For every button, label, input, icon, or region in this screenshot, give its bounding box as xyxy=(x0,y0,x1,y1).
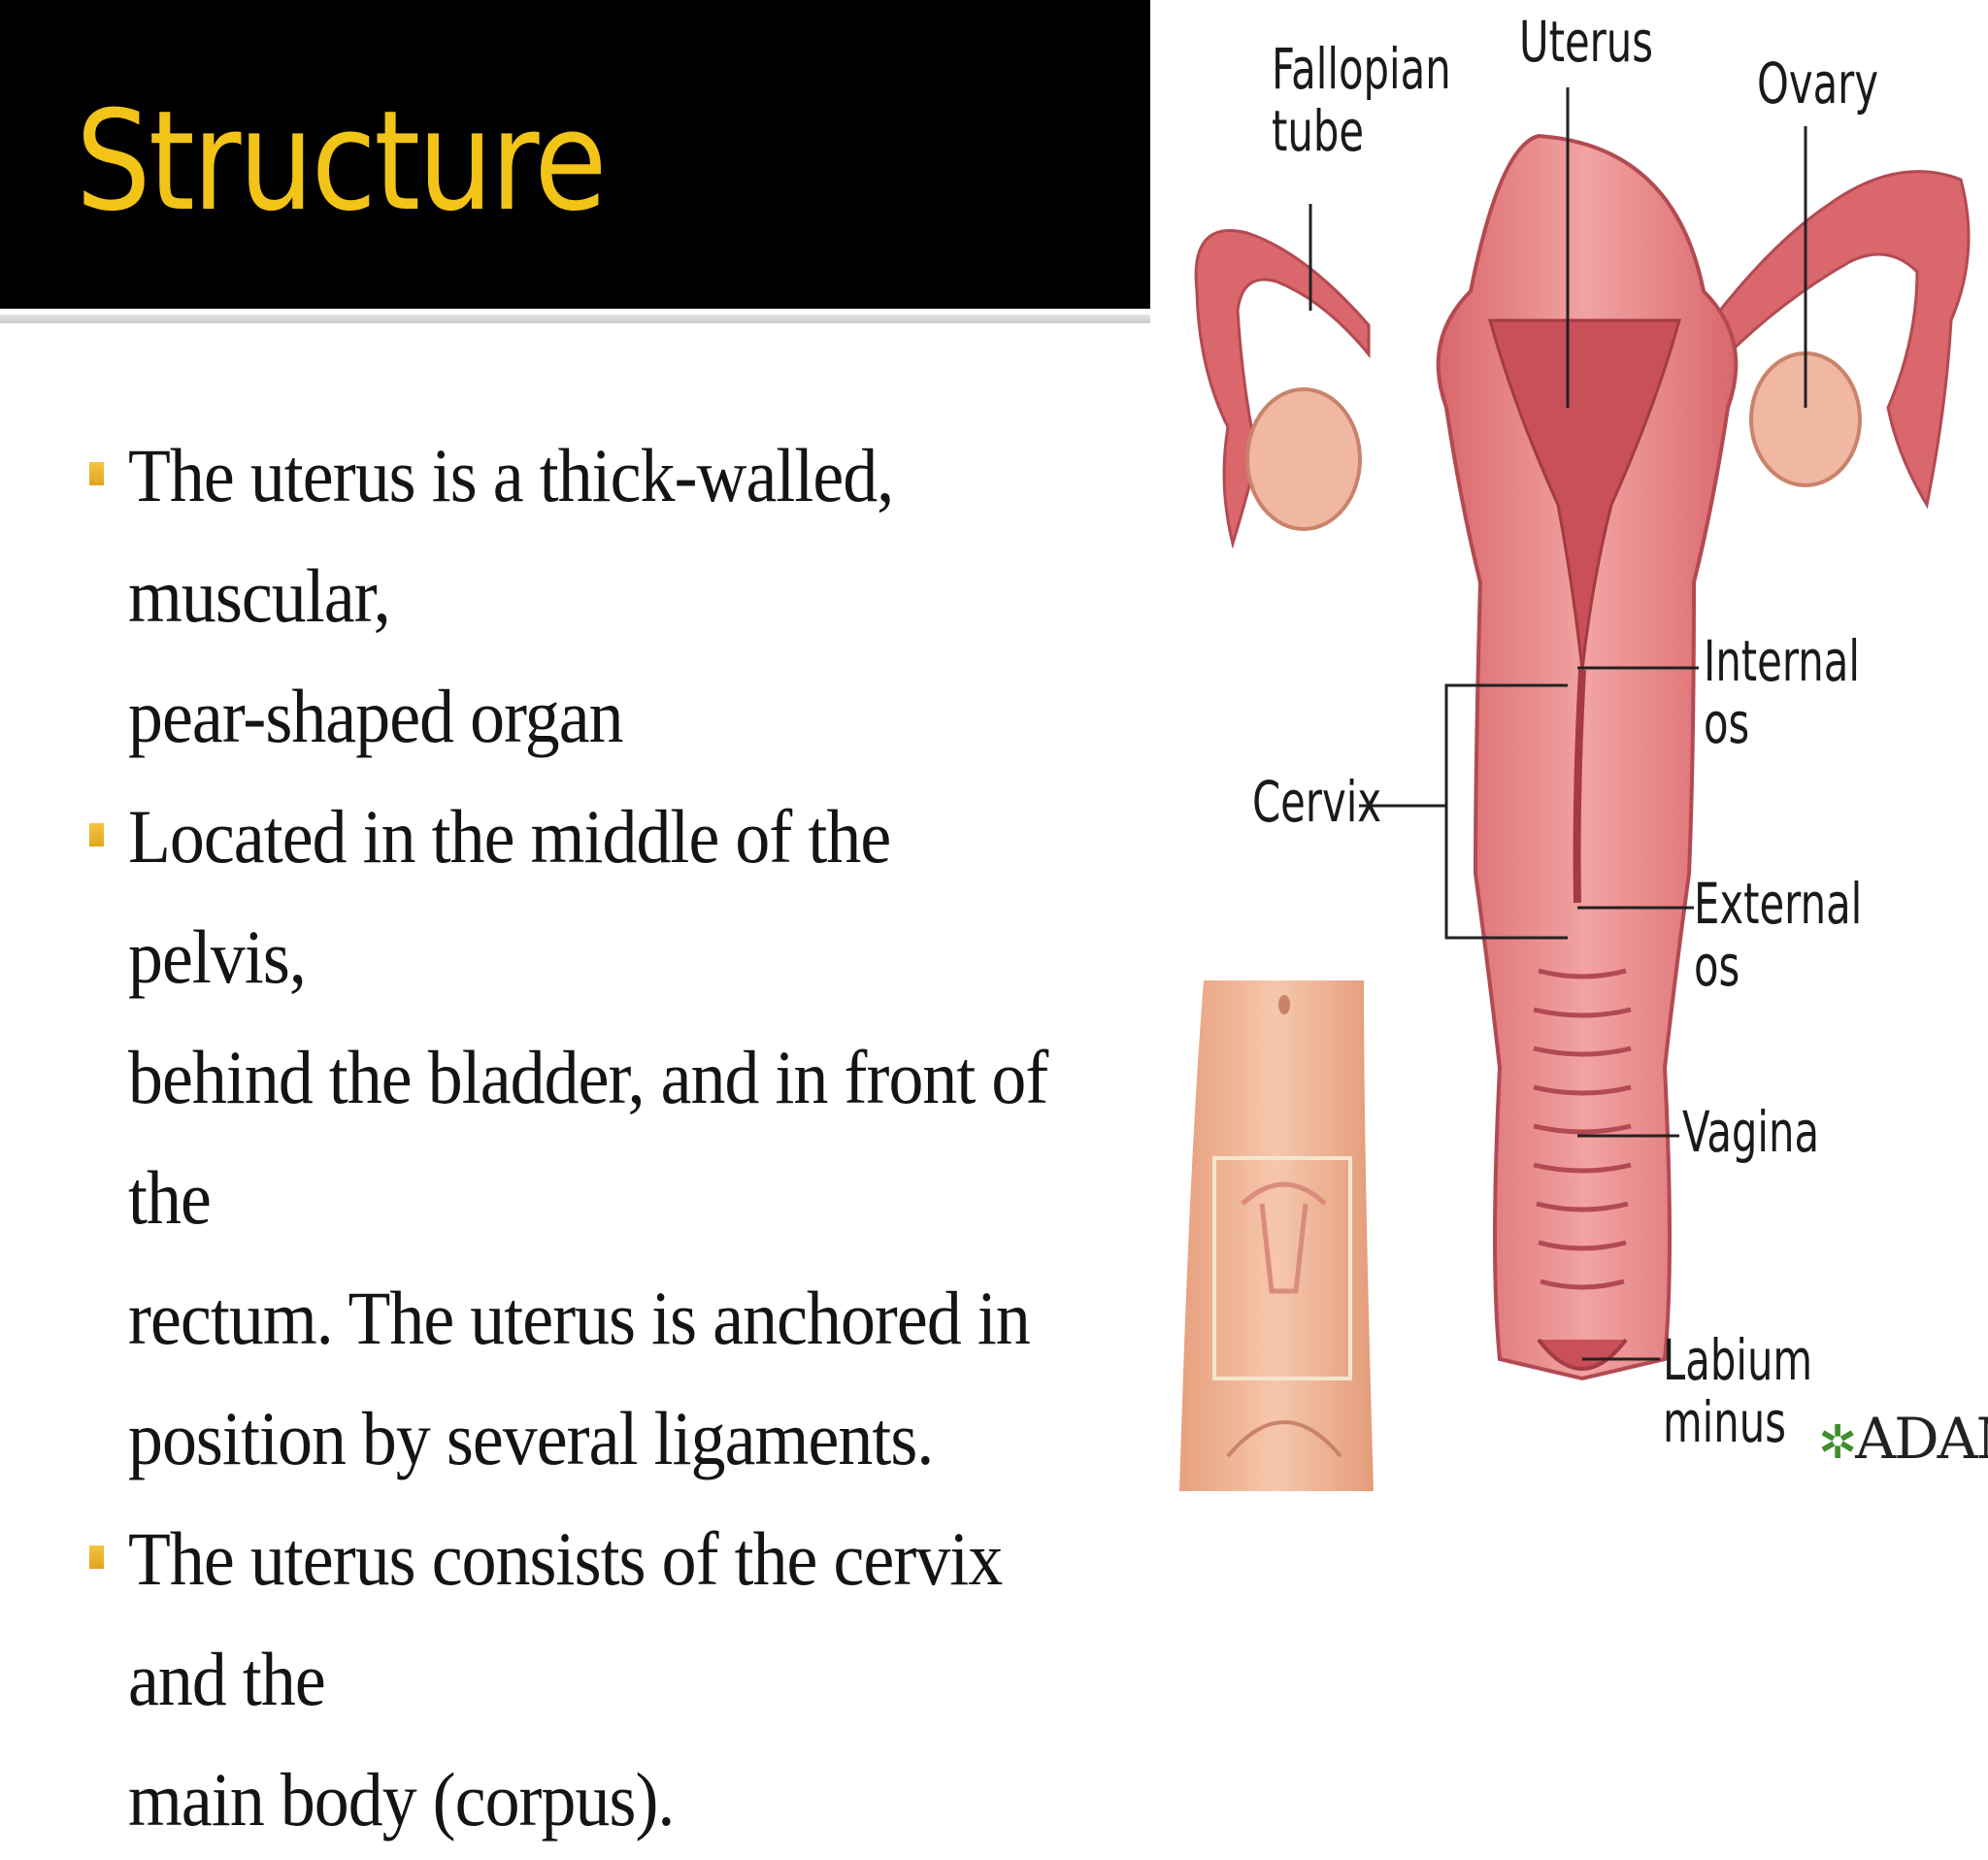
bullet-list: The uterus is a thick-walled, muscular, … xyxy=(83,415,1151,1860)
bullet-marker-icon xyxy=(89,823,104,847)
label-uterus: Uterus xyxy=(1519,9,1654,75)
bullet-text: Located in the middle of the pelvis, beh… xyxy=(128,794,1048,1480)
adam-logo-text: ADAM xyxy=(1855,1406,1988,1472)
bullet-item: Located in the middle of the pelvis, beh… xyxy=(83,777,1151,1499)
label-cervix: Cervix xyxy=(1252,769,1382,835)
label-fallopian-tube: Fallopian tube xyxy=(1272,36,1451,164)
left-ovary xyxy=(1245,387,1362,531)
title-divider xyxy=(0,315,1150,323)
palm-leaf-icon: ✲ xyxy=(1818,1415,1857,1470)
body-inset-thumbnail xyxy=(1179,980,1374,1491)
title-band: Structure xyxy=(0,0,1150,309)
label-ovary: Ovary xyxy=(1757,50,1879,116)
bullet-text: The uterus consists of the cervix and th… xyxy=(128,1516,1003,1842)
label-external-os: External os xyxy=(1694,871,1863,999)
slide-title: Structure xyxy=(76,82,607,242)
bullet-marker-icon xyxy=(89,1545,104,1569)
label-leader-lines xyxy=(1309,87,1807,1361)
right-fallopian-tube xyxy=(1706,170,1971,510)
uterus-anatomy-diagram: Fallopian tube Uterus Ovary Internal os … xyxy=(1150,0,1988,1491)
bullet-marker-icon xyxy=(89,462,104,485)
uterus-body xyxy=(1436,133,1739,1381)
label-vagina: Vagina xyxy=(1682,1099,1820,1165)
bullet-item: The uterus consists of the cervix and th… xyxy=(83,1499,1151,1860)
bullet-text: The uterus is a thick-walled, muscular, … xyxy=(128,433,894,758)
left-fallopian-tube xyxy=(1194,229,1371,549)
label-internal-os: Internal os xyxy=(1704,628,1860,756)
bullet-item: The uterus is a thick-walled, muscular, … xyxy=(83,415,1151,777)
adam-logo: ✲ADAM xyxy=(1818,1406,1988,1472)
anatomy-illustration xyxy=(1179,87,1971,1491)
label-labium-minus: Labium minus xyxy=(1663,1327,1813,1455)
